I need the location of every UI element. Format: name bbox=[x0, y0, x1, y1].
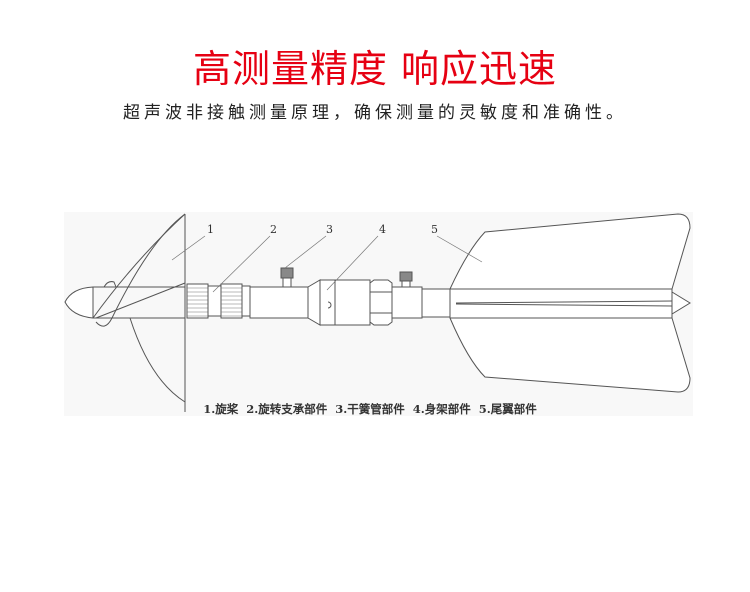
rotary-bearing bbox=[186, 283, 251, 319]
diagram-caption: 1.旋桨 2.旋转支承部件 3.干簧管部件 4.身架部件 5.尾翼部件 bbox=[203, 402, 537, 416]
propeller bbox=[64, 213, 186, 412]
callout-4: 4 bbox=[379, 223, 386, 236]
leader-lines bbox=[171, 235, 483, 293]
callout-2: 2 bbox=[270, 223, 277, 236]
callout-3: 3 bbox=[326, 223, 333, 236]
page-subtitle: 超声波非接触测量原理，确保测量的灵敏度和准确性。 bbox=[123, 103, 627, 123]
callout-1: 1 bbox=[207, 223, 214, 236]
body-frame bbox=[307, 271, 451, 326]
callout-5: 5 bbox=[431, 223, 438, 236]
tail-fin bbox=[449, 213, 691, 393]
page-title: 高测量精度 响应迅速 bbox=[192, 47, 558, 91]
nose-cone bbox=[64, 286, 94, 319]
